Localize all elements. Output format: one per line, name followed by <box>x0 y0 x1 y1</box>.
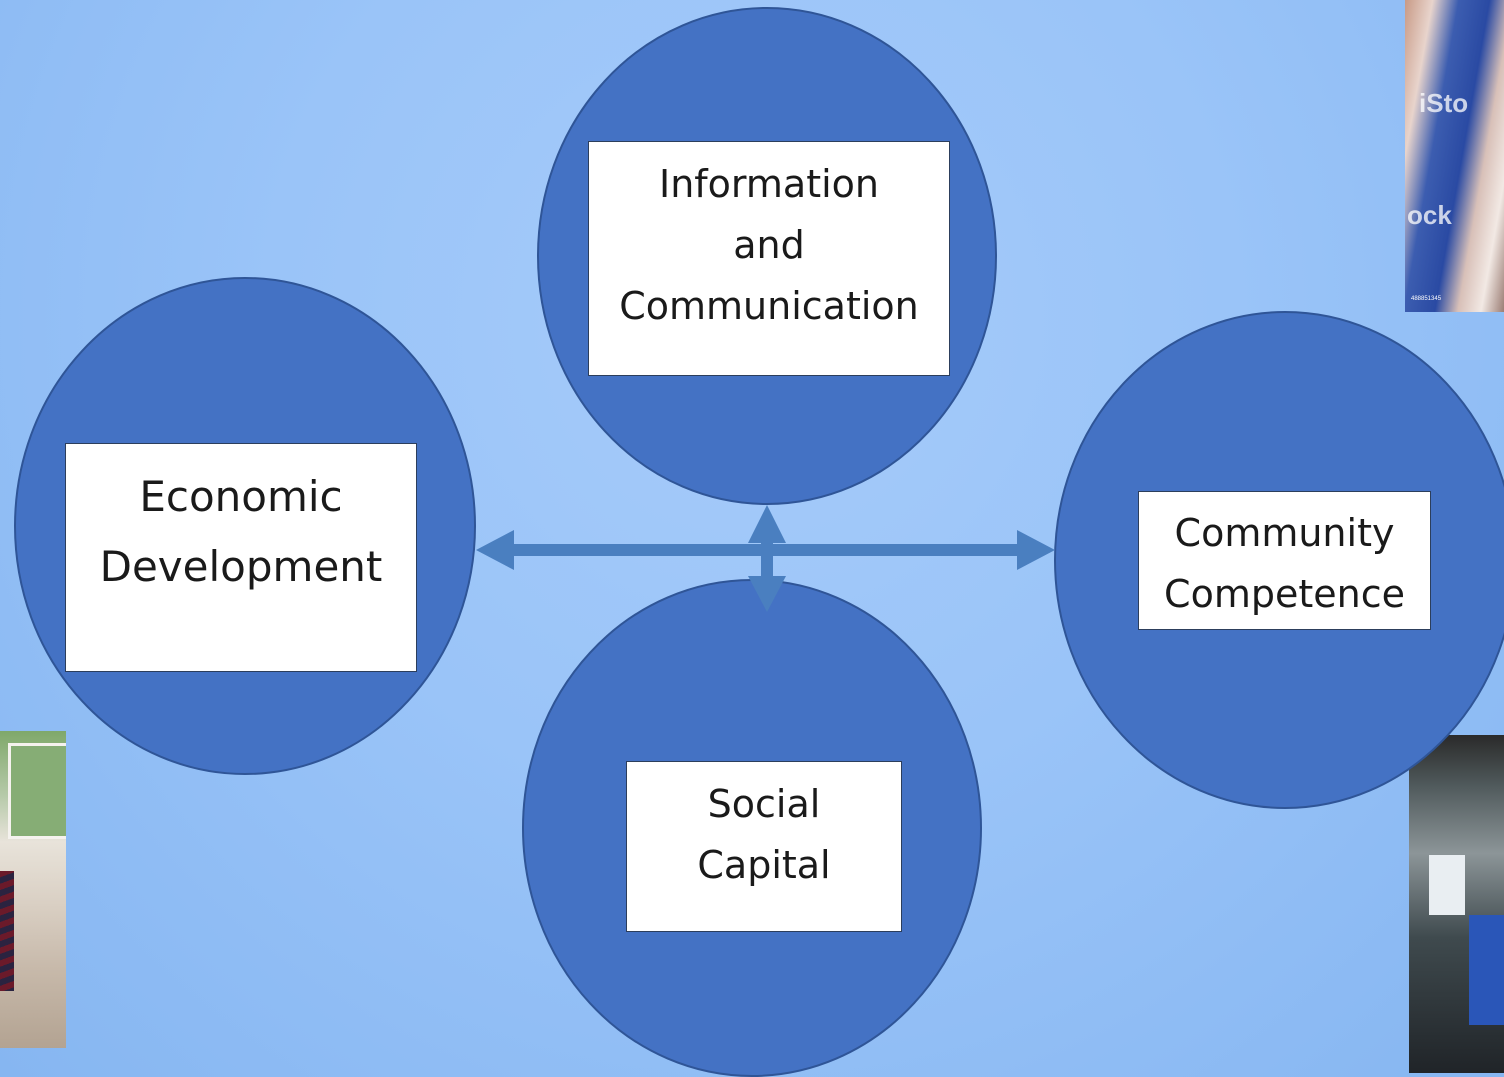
node-label-line: Competence <box>1164 572 1405 616</box>
photo-top-right: iSto ock 488851345 <box>1405 0 1504 312</box>
node-economic-development: Economic Development <box>65 443 417 672</box>
node-label-line: Capital <box>697 843 831 887</box>
photo-person <box>1469 915 1504 1025</box>
node-label-line: Communication <box>619 284 919 328</box>
node-label-line: Community <box>1174 511 1395 555</box>
node-label-line: Development <box>99 542 383 591</box>
arrow-head-up <box>748 505 786 543</box>
arrow-head-down <box>748 576 786 612</box>
node-information-communication: Information and Communication <box>588 141 950 376</box>
arrow-head-right <box>1017 530 1055 570</box>
photo-bottom-right <box>1409 735 1504 1073</box>
stock-id: 488851345 <box>1411 296 1442 302</box>
node-label-line: Economic <box>139 472 343 521</box>
node-label-line: Social <box>707 782 821 826</box>
photo-person <box>0 871 14 991</box>
watermark-text-2: ock <box>1407 200 1452 230</box>
node-label-line: and <box>733 223 805 267</box>
photo-sign <box>1429 855 1465 915</box>
connector-arrows <box>476 505 1055 612</box>
node-label-line: Information <box>659 162 879 206</box>
photo-bottom-left <box>0 731 66 1048</box>
arrow-head-left <box>476 530 514 570</box>
vertical-arrow-shaft <box>761 540 773 582</box>
watermark-text: iSto <box>1419 88 1469 118</box>
node-social-capital: Social Capital <box>626 761 902 932</box>
node-community-competence: Community Competence <box>1138 491 1431 630</box>
photo-window <box>8 743 66 839</box>
